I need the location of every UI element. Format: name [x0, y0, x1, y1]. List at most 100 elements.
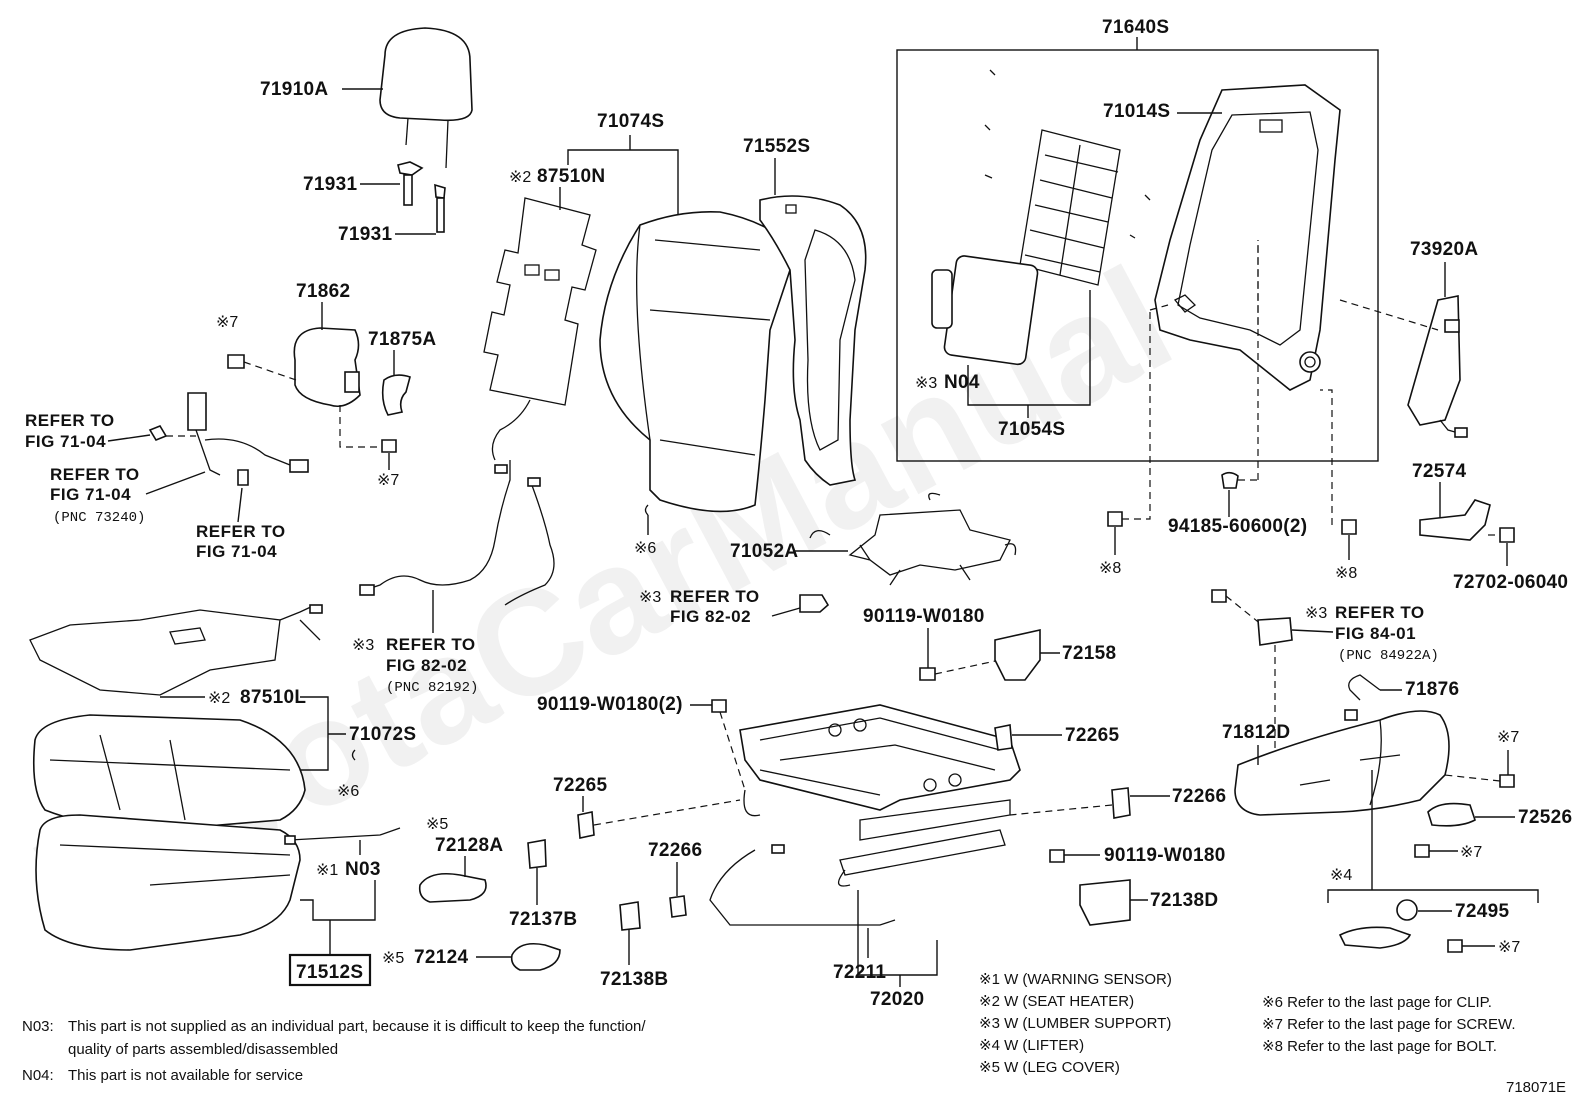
- mark-7-e: ※7: [1498, 939, 1520, 956]
- legend-refer-7: ※7 Refer to the last page for SCREW.: [1262, 1016, 1516, 1033]
- label-71512S: 71512S: [296, 962, 363, 983]
- seat-heater-87510L: [29, 604, 323, 696]
- refer-2-line2: FIG 71-04: [50, 485, 131, 504]
- sensor-N03: [289, 827, 401, 841]
- refer-1-line2: FIG 71-04: [25, 432, 106, 451]
- note-n03-line2: quality of parts assembled/disassembled: [68, 1041, 338, 1058]
- label-71931-b: 71931: [338, 224, 392, 245]
- label-72137B: 72137B: [509, 909, 577, 930]
- bracket-72158: [994, 629, 1041, 681]
- refer-2-line1: REFER TO: [50, 465, 140, 484]
- refer-legend: ※6 Refer to the last page for CLIP. ※7 R…: [1262, 994, 1516, 1055]
- refer-6-pnc: (PNC 84922A): [1338, 648, 1439, 664]
- label-71862: 71862: [296, 281, 350, 302]
- side-shield-71812D: [1234, 674, 1450, 816]
- label-71875A: 71875A: [368, 329, 436, 350]
- label-71931-a: 71931: [303, 174, 357, 195]
- rod-72211: [709, 849, 896, 926]
- mark-7-b: ※7: [377, 472, 399, 489]
- mark-2-a: ※2: [509, 169, 531, 186]
- mark-5-b: ※5: [382, 950, 404, 967]
- label-72211: 72211: [833, 962, 886, 983]
- refer-6-line1: REFER TO: [1335, 603, 1425, 622]
- legend-w-5: ※5 W (LEG COVER): [979, 1059, 1120, 1076]
- seat-spring-71052A: [809, 492, 1017, 586]
- w-legend: ※1 W (WARNING SENSOR) ※2 W (SEAT HEATER)…: [979, 971, 1172, 1076]
- mark-3-d: ※3: [1305, 605, 1327, 622]
- footnotes: N03: This part is not supplied as an ind…: [22, 1018, 646, 1084]
- label-72574: 72574: [1412, 461, 1466, 482]
- mark-7-d: ※7: [1460, 844, 1482, 861]
- refer-2-pnc: (PNC 73240): [53, 510, 145, 526]
- label-71054S: 71054S: [998, 419, 1065, 440]
- label-N03: N03: [345, 859, 381, 880]
- label-72265-b: 72265: [553, 775, 607, 796]
- part-72495: [1338, 926, 1412, 949]
- refer-1-line1: REFER TO: [25, 411, 115, 430]
- label-87510N: 87510N: [537, 166, 605, 187]
- seatback-frame-group: 71640S 71014S ※3 N04 71054S: [896, 17, 1379, 462]
- label-90119-a: 90119-W0180: [863, 606, 985, 627]
- refer-4-pnc: (PNC 82192): [386, 680, 478, 696]
- heater-wire: [364, 399, 555, 606]
- legend-w-4: ※4 W (LIFTER): [979, 1037, 1084, 1054]
- legend-refer-8: ※8 Refer to the last page for BOLT.: [1262, 1038, 1497, 1055]
- label-72266-b: 72266: [648, 840, 702, 861]
- mark-7-c: ※7: [1497, 729, 1519, 746]
- label-72495: 72495: [1455, 901, 1509, 922]
- label-71074S: 71074S: [597, 111, 664, 132]
- label-71910A: 71910A: [260, 79, 328, 100]
- label-71812D: 71812D: [1222, 722, 1290, 743]
- seatback-frame-71014S: [1154, 84, 1341, 391]
- cover-71862: [293, 327, 361, 408]
- legend-refer-6: ※6 Refer to the last page for CLIP.: [1262, 994, 1492, 1011]
- headrest-71910A: [379, 27, 473, 169]
- mark-5-a: ※5: [426, 816, 448, 833]
- part-71875A: [381, 374, 411, 416]
- refer-4-line2: FIG 82-02: [386, 656, 467, 675]
- lumbar-support-71054S: [931, 69, 1151, 366]
- label-N04: N04: [944, 372, 980, 393]
- note-n03-line1: This part is not supplied as an individu…: [68, 1018, 646, 1035]
- group-title: 71640S: [1102, 17, 1169, 38]
- note-n04-line1: This part is not available for service: [68, 1067, 303, 1084]
- refer-3-line1: REFER TO: [196, 522, 286, 541]
- label-72266-a: 72266: [1172, 786, 1226, 807]
- label-72020: 72020: [870, 989, 924, 1010]
- note-n04-key: N04:: [22, 1067, 54, 1084]
- legend-w-2: ※2 W (SEAT HEATER): [979, 993, 1134, 1010]
- mark-6-a: ※6: [634, 540, 656, 557]
- label-71072S: 71072S: [349, 724, 416, 745]
- seat-heater-87510N: [483, 197, 597, 406]
- mark-8-b: ※8: [1335, 565, 1357, 582]
- label-72702: 72702-06040: [1453, 572, 1568, 593]
- label-72124: 72124: [414, 947, 468, 968]
- bracket-72574: [1419, 499, 1491, 541]
- refer-6-line2: FIG 84-01: [1335, 624, 1416, 643]
- cover-72138D: [1079, 879, 1131, 926]
- mark-2-b: ※2: [208, 690, 230, 707]
- seatback-cover-71074S: [599, 210, 791, 513]
- seat-track-72020: [739, 704, 1021, 887]
- seat-cushion-71072S: [32, 714, 306, 951]
- seatback-pad-71552S: [759, 195, 867, 486]
- mark-7-a: ※7: [216, 314, 238, 331]
- leg-cover-72128A: [418, 872, 487, 903]
- refer-5-line1: REFER TO: [670, 587, 760, 606]
- refer-3-line2: FIG 71-04: [196, 542, 277, 561]
- mark-3-c: ※3: [639, 589, 661, 606]
- note-n03-key: N03:: [22, 1018, 54, 1035]
- label-72265-a: 72265: [1065, 725, 1119, 746]
- mark-1: ※1: [316, 862, 338, 879]
- label-72138B: 72138B: [600, 969, 668, 990]
- label-87510L: 87510L: [240, 687, 306, 708]
- label-90119-c: 90119-W0180: [1104, 845, 1226, 866]
- refer-4-line1: REFER TO: [386, 635, 476, 654]
- mark-3-n04: ※3: [915, 375, 937, 392]
- mark-6-b: ※6: [337, 783, 359, 800]
- label-71876: 71876: [1405, 679, 1459, 700]
- leg-cover-72124: [510, 942, 561, 971]
- label-72158: 72158: [1062, 643, 1116, 664]
- legend-w-1: ※1 W (WARNING SENSOR): [979, 971, 1172, 988]
- legend-w-3: ※3 W (LUMBER SUPPORT): [979, 1015, 1171, 1032]
